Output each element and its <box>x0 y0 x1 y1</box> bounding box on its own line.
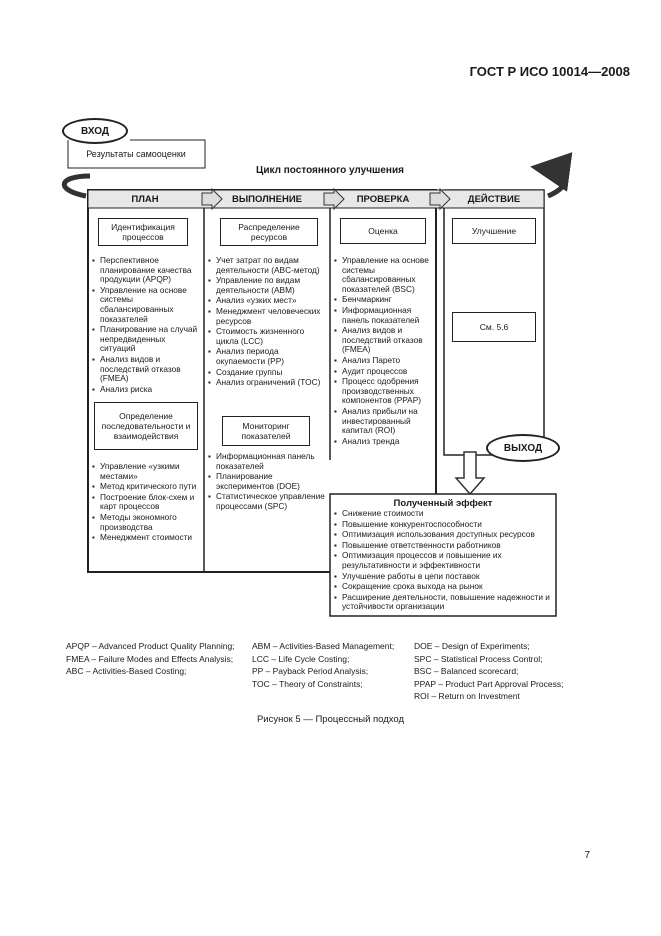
list-item: Управление «узкими местами» <box>92 461 202 481</box>
list-item: Стоимость жизненного цикла (LCC) <box>208 326 328 346</box>
abbreviation-entry: PP – Payback Period Analysis; <box>252 666 369 676</box>
list-item: Построение блок-схем и карт процессов <box>92 492 202 512</box>
list-item: Анализ ограничений (TOC) <box>208 378 328 388</box>
page-number: 7 <box>584 850 590 861</box>
plan-identify-processes-box: Идентификация процессов <box>98 218 188 246</box>
cycle-return-arrow-left <box>61 173 91 199</box>
effect-list: Снижение стоимостиПовышение конкурентосп… <box>334 508 554 613</box>
effect-item: Расширение деятельности, повышение надеж… <box>334 592 554 612</box>
act-see-section-box: См. 5.6 <box>452 312 536 342</box>
list-item: Перспективное планирование качества прод… <box>92 255 202 285</box>
plan-title: ПЛАН <box>131 194 159 205</box>
arrow-plan-to-do <box>201 187 223 211</box>
abbreviation-entry: PPAP – Product Part Approval Process; <box>414 678 564 689</box>
plan-methods-list-2: Управление «узкими местами»Метод критиче… <box>92 461 202 544</box>
list-item: Планирование на случай непредвиденных си… <box>92 324 202 354</box>
input-connector <box>67 139 206 169</box>
list-item: Управление на основе системы сбалансиров… <box>334 255 434 294</box>
list-item: Статистическое управление процессами (SP… <box>208 492 328 511</box>
abbreviation-entry: TOC – Theory of Constraints; <box>252 678 363 689</box>
abbreviations-column-2: ABM – Activities-Based Management; LCC – … <box>252 640 412 690</box>
act-title: ДЕЙСТВИЕ <box>467 194 521 205</box>
abbreviation-entry: SPC – Statistical Process Control; <box>414 653 543 664</box>
figure-caption: Рисунок 5 — Процессный подход <box>256 714 405 725</box>
abbreviation-entry: LCC – Life Cycle Costing; <box>252 653 350 664</box>
output-oval: ВЫХОД <box>486 434 560 462</box>
abbreviation-entry: ABM – Activities-Based Management; <box>252 641 395 651</box>
list-item: Информационная панель показателей <box>208 451 328 471</box>
list-item: Анализ прибыли на инвестированный капита… <box>334 406 434 436</box>
abbreviation-entry: FMEA – Failure Modes and Effects Analysi… <box>66 653 234 664</box>
self-assessment-label: Результаты самооценки <box>86 149 186 159</box>
list-item: Управление по видам деятельности (ABM) <box>208 275 328 295</box>
effect-item: Оптимизация процессов и повышение их рез… <box>334 551 554 570</box>
abbreviations-column-3: DOE – Design of Experiments; SPC – Statis… <box>414 640 606 703</box>
abbreviation-entry: ABC – Activities-Based Costing; <box>66 666 187 676</box>
list-item: Анализ видов и последствий отказов (FMEA… <box>334 325 434 355</box>
list-item: Процесс одобрения производственных компо… <box>334 376 434 406</box>
abbreviation-entry: APQP – Advanced Product Quality Planning… <box>66 641 235 651</box>
list-item: Методы экономного производства <box>92 512 202 532</box>
arrow-check-to-act <box>429 187 451 211</box>
list-item: Аудит процессов <box>334 366 434 377</box>
check-title: ПРОВЕРКА <box>356 194 410 205</box>
effect-title: Полученный эффект <box>393 498 493 509</box>
list-item: Менеджмент человеческих ресурсов <box>208 306 328 326</box>
abbreviation-entry: ROI – Return on Investment <box>414 691 520 701</box>
act-improvement-box: Улучшение <box>452 218 536 244</box>
do-monitoring-box: Мониторинг показателей <box>222 416 310 446</box>
abbreviation-entry: BSC – Balanced scorecard; <box>414 666 519 676</box>
abbreviations-column-1: APQP – Advanced Product Quality Planning… <box>66 640 246 678</box>
abbreviation-entry: DOE – Design of Experiments; <box>414 641 530 651</box>
check-methods-list: Управление на основе системы сбалансиров… <box>334 255 434 447</box>
effect-item: Оптимизация использования доступных ресу… <box>334 530 554 540</box>
do-title: ВЫПОЛНЕНИЕ <box>231 194 303 205</box>
list-item: Метод критического пути <box>92 482 202 492</box>
list-item: Менеджмент стоимости <box>92 533 202 543</box>
effect-item: Повышение конкурентоспособности <box>334 519 554 530</box>
list-item: Создание группы <box>208 367 328 378</box>
list-item: Управление на основе системы сбалансиров… <box>92 285 202 324</box>
input-oval: ВХОД <box>62 118 128 144</box>
list-item: Анализ Парето <box>334 355 434 366</box>
plan-sequence-box: Определение последовательности и взаимод… <box>94 402 198 450</box>
list-item: Анализ видов и последствий отказов (FMEA… <box>92 354 202 384</box>
list-item: Анализ риска <box>92 384 202 395</box>
plan-methods-list-1: Перспективное планирование качества прод… <box>92 255 202 395</box>
cycle-return-arrow-right <box>530 152 573 199</box>
list-item: Учет затрат по видам деятельности (ABC-м… <box>208 255 328 275</box>
effect-item: Сокращение срока выхода на рынок <box>334 582 554 592</box>
list-item: Анализ периода окупаемости (PP) <box>208 346 328 366</box>
list-item: Информационная панель показателей <box>334 305 434 325</box>
list-item: Анализ тренда <box>334 436 434 447</box>
check-evaluation-box: Оценка <box>340 218 426 244</box>
do-resources-box: Распределение ресурсов <box>220 218 318 246</box>
list-item: Планирование экспериментов (DOE) <box>208 471 328 491</box>
effect-item: Снижение стоимости <box>334 508 554 519</box>
list-item: Анализ «узких мест» <box>208 296 328 306</box>
do-methods-list-2: Информационная панель показателейПланиро… <box>208 451 328 513</box>
cycle-title: Цикл постоянного улучшения <box>256 165 404 176</box>
document-header: ГОСТ Р ИСО 10014—2008 <box>469 64 630 79</box>
effect-item: Улучшение работы в цепи поставок <box>334 571 554 582</box>
arrow-do-to-check <box>323 187 345 211</box>
do-methods-list-1: Учет затрат по видам деятельности (ABC-м… <box>208 255 328 389</box>
arrow-to-effect <box>454 451 486 496</box>
list-item: Бенчмаркинг <box>334 295 434 305</box>
effect-item: Повышение ответственности работников <box>334 540 554 551</box>
